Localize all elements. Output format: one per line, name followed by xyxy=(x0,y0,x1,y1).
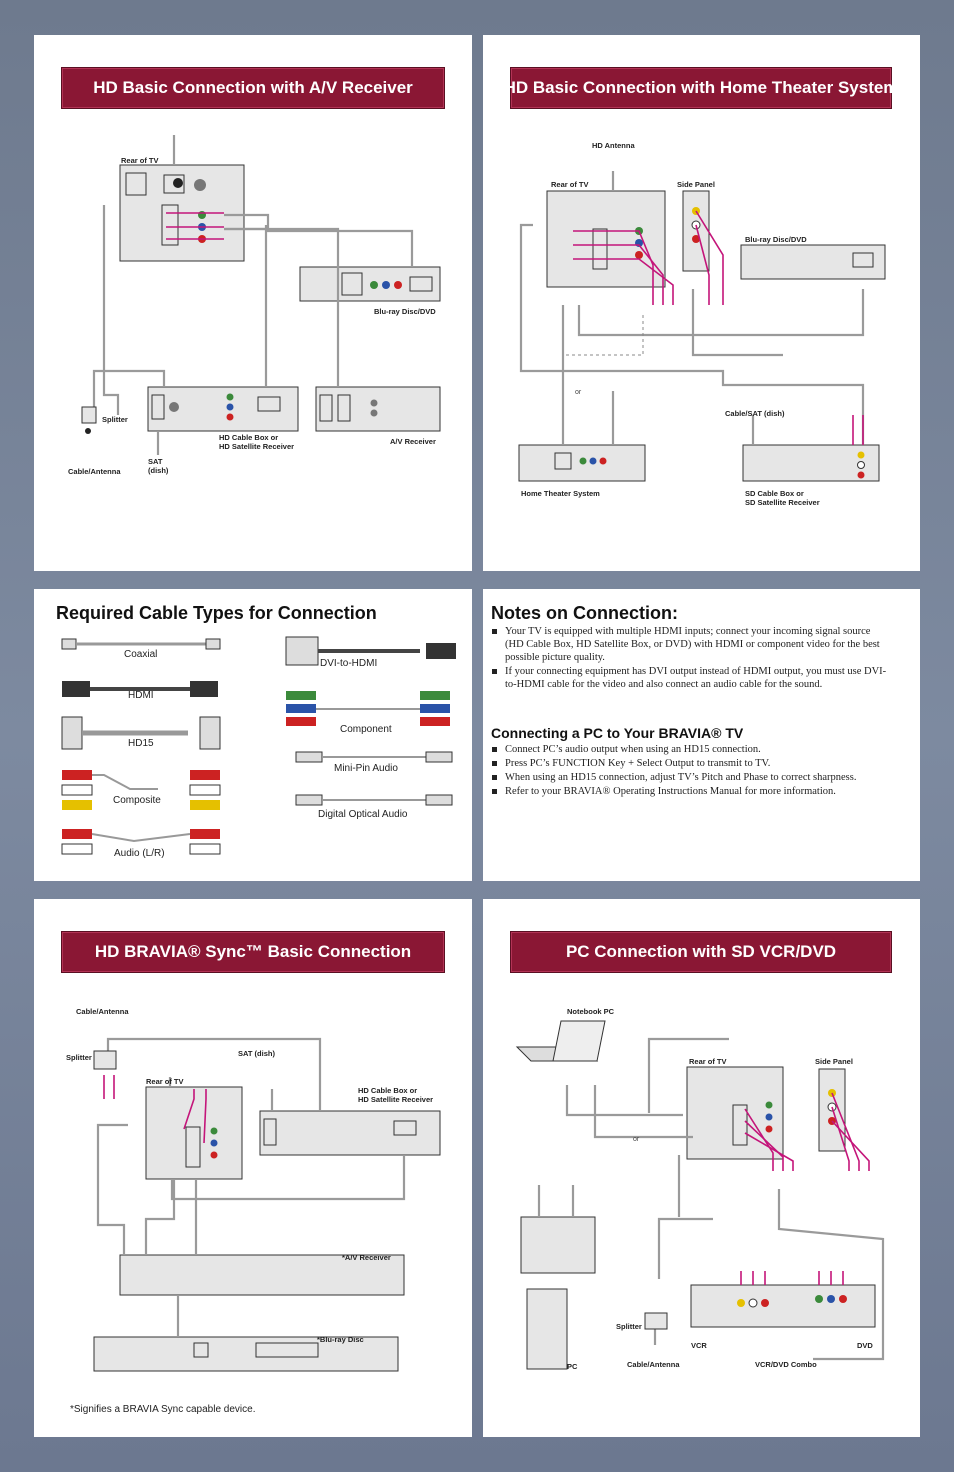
pc-note-item: Refer to your BRAVIA® Operating Instruct… xyxy=(491,785,891,798)
label-sat: SAT (dish) xyxy=(238,1049,275,1058)
note-item: Your TV is equipped with multiple HDMI i… xyxy=(491,625,891,664)
pc-connection-diagram xyxy=(515,1020,885,1370)
label-av-receiver: *A/V Receiver xyxy=(342,1253,391,1262)
label-cable-sat: Cable/SAT (dish) xyxy=(725,409,785,418)
pc-note-item: Press PC’s FUNCTION Key + Select Output … xyxy=(491,757,891,770)
label-splitter: Splitter xyxy=(616,1322,642,1331)
panel-pc-connection: PC Connection with SD VCR/DVD xyxy=(483,899,920,1437)
label-notebook: Notebook PC xyxy=(567,1007,615,1016)
label-rear-tv: Rear of TV xyxy=(551,180,589,189)
cable-label-component: Component xyxy=(340,724,392,735)
cable-label-audio-lr: Audio (L/R) xyxy=(114,848,165,859)
label-bluray: *Blu-ray Disc xyxy=(317,1335,364,1344)
label-hd-antenna: HD Antenna xyxy=(592,141,635,150)
label-cable-antenna: Cable/Antenna xyxy=(68,467,121,476)
footnote: *Signifies a BRAVIA Sync capable device. xyxy=(70,1404,256,1415)
cable-label-hd15: HD15 xyxy=(128,738,154,749)
panel-title: HD BRAVIA® Sync™ Basic Connection xyxy=(61,931,445,973)
cable-types-illustration xyxy=(61,636,456,855)
pc-notes-title: Connecting a PC to Your BRAVIA® TV xyxy=(491,725,744,741)
label-rear-tv: Rear of TV xyxy=(121,156,159,165)
label-rear-tv: Rear of TV xyxy=(146,1077,184,1086)
cable-label-coaxial: Coaxial xyxy=(124,649,158,660)
label-splitter: Splitter xyxy=(66,1053,92,1062)
label-cable-antenna: Cable/Antenna xyxy=(627,1360,680,1369)
label-hd-box: HD Cable Box or HD Satellite Receiver xyxy=(358,1086,434,1104)
label-splitter: Splitter xyxy=(102,415,128,424)
label-combo: VCR/DVD Combo xyxy=(755,1360,817,1369)
label-pc: PC xyxy=(567,1362,578,1371)
panel-cable-types: Required Cable Types for Connection Coax… xyxy=(34,589,472,881)
label-bluray: Blu-ray Disc/DVD xyxy=(745,235,807,244)
cable-label-mini-pin: Mini-Pin Audio xyxy=(334,763,398,774)
pc-notes-list: Connect PC’s audio output when using an … xyxy=(491,743,891,799)
label-or: or xyxy=(575,389,582,396)
notes-title: Notes on Connection: xyxy=(491,603,678,623)
panel-title: PC Connection with SD VCR/DVD xyxy=(510,931,892,973)
notes-list: Your TV is equipped with multiple HDMI i… xyxy=(491,625,891,692)
label-or: or xyxy=(633,1136,640,1143)
label-hd-box: HD Cable Box or HD Satellite Receiver xyxy=(219,433,295,451)
cable-label-optical: Digital Optical Audio xyxy=(318,809,408,820)
label-bluray: Blu-ray Disc/DVD xyxy=(374,307,436,316)
pc-note-item: Connect PC’s audio output when using an … xyxy=(491,743,891,756)
panel-title: HD Basic Connection with A/V Receiver xyxy=(61,67,445,109)
cable-label-composite: Composite xyxy=(113,795,161,806)
panel-home-theater: HD Basic Connection with Home Theater Sy… xyxy=(483,35,920,571)
cable-types-title: Required Cable Types for Connection xyxy=(56,603,377,623)
label-home-theater: Home Theater System xyxy=(521,489,600,498)
home-theater-diagram xyxy=(518,171,886,482)
bravia-sync-diagram xyxy=(93,1037,441,1372)
panel-bravia-sync: HD BRAVIA® Sync™ Basic Connection Cable/… xyxy=(34,899,472,1437)
cable-label-hdmi: HDMI xyxy=(128,690,154,701)
label-sd-box: SD Cable Box or SD Satellite Receiver xyxy=(745,489,820,507)
cable-label-dvi-hdmi: DVI-to-HDMI xyxy=(320,658,378,669)
panel-av-receiver: HD Basic Connection with A/V Receiver xyxy=(34,35,472,571)
note-item: If your connecting equipment has DVI out… xyxy=(491,665,891,691)
label-cable-antenna: Cable/Antenna xyxy=(76,1007,129,1016)
pc-note-item: When using an HD15 connection, adjust TV… xyxy=(491,771,891,784)
label-dvd: DVD xyxy=(857,1341,873,1350)
label-rear-tv: Rear of TV xyxy=(689,1057,727,1066)
label-side-panel: Side Panel xyxy=(677,180,715,189)
label-av-receiver: A/V Receiver xyxy=(390,437,436,446)
av-receiver-diagram xyxy=(81,135,441,455)
panel-title: HD Basic Connection with Home Theater Sy… xyxy=(504,67,898,109)
panel-notes: Notes on Connection: Your TV is equipped… xyxy=(483,589,920,881)
label-side-panel: Side Panel xyxy=(815,1057,853,1066)
label-sat: SAT (dish) xyxy=(148,457,169,475)
label-vcr: VCR xyxy=(691,1341,707,1350)
